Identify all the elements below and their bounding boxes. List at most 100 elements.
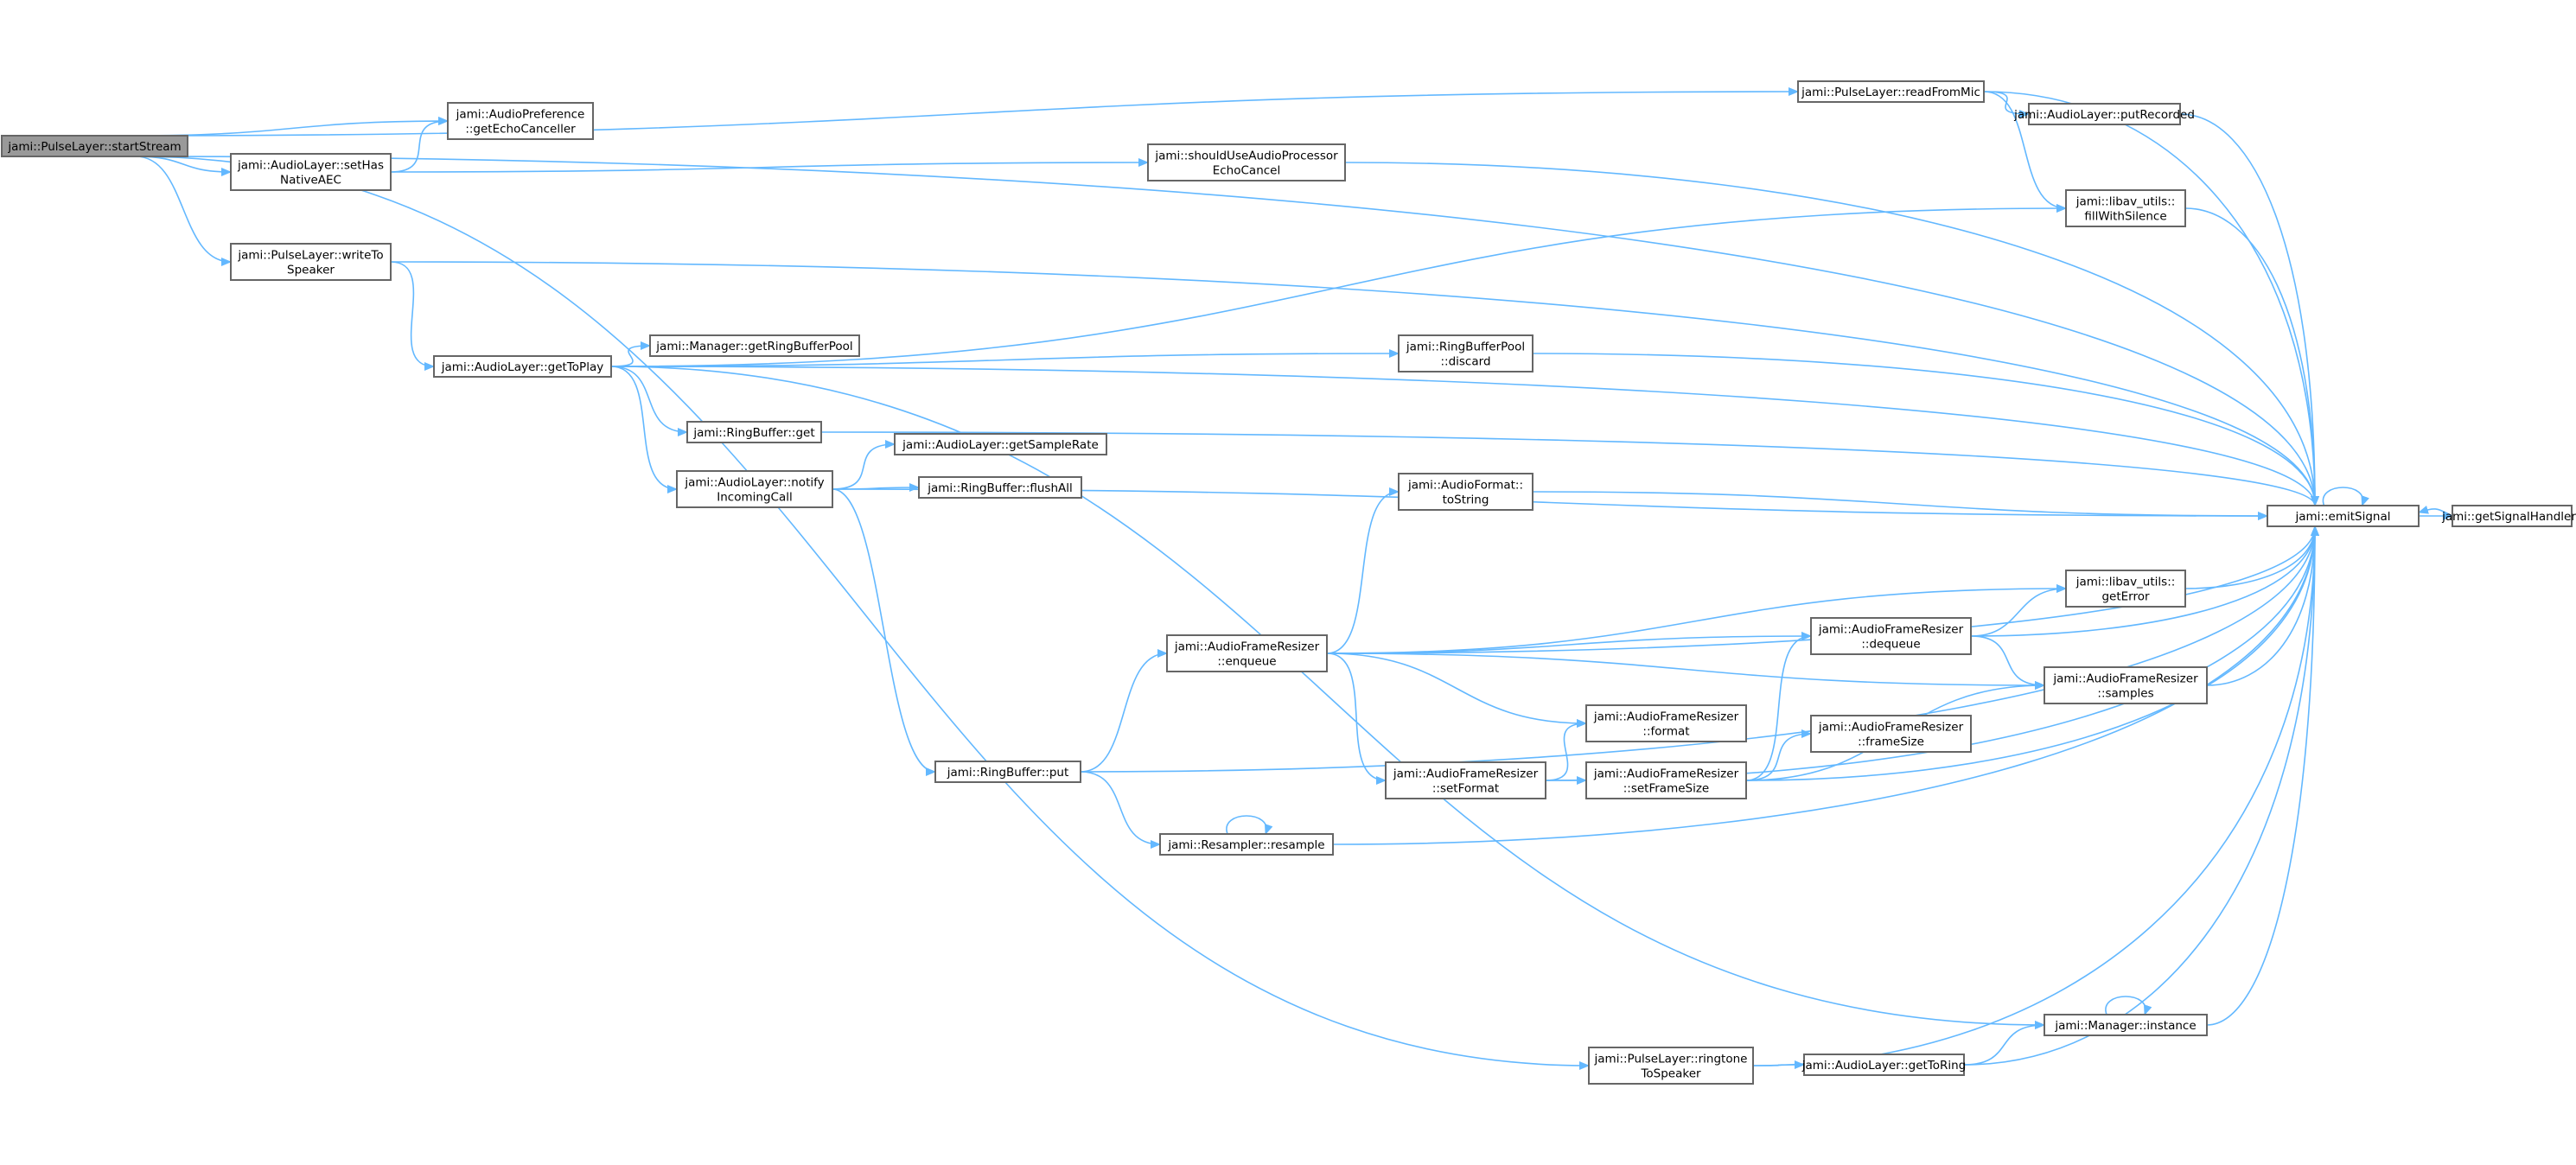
node-afr-format[interactable]: jami::AudioFrameResizer::format [1585, 704, 1747, 742]
node-enqueue[interactable]: jami::AudioFrameResizer::enqueue [1166, 634, 1328, 672]
node-box [1585, 761, 1747, 799]
node-label: jami::RingBuffer::get [692, 426, 814, 440]
node-box [1398, 334, 1533, 372]
node-box [2044, 1014, 2208, 1036]
node-dequeue[interactable]: jami::AudioFrameResizer::dequeue [1810, 617, 1972, 655]
node-box [676, 470, 833, 508]
edge-getToPlay-to-getRingBufferPool [610, 341, 651, 367]
edge-enqueue-to-getError [1326, 584, 2067, 654]
edge-startStream-to-setHasNativeAEC [135, 156, 232, 176]
node-fill-with-silence[interactable]: jami::libav_utils::fillWithSilence [2065, 189, 2186, 227]
node-label: jami::AudioFrameResizer [1174, 640, 1320, 654]
edge-writeToSpeaker-to-getToPlay [390, 261, 435, 371]
edge-ringtoneToSpeaker-to-emitSignal [1752, 525, 2319, 1066]
node-get-ring-buffer-pool[interactable]: jami::Manager::getRingBufferPool [649, 334, 860, 357]
edge-getToPlay-to-discard [610, 349, 1400, 367]
node-box [1588, 1047, 1754, 1085]
node-get-signal-handlers[interactable]: jami::getSignalHandlers [2441, 505, 2576, 527]
node-label: IncomingCall [717, 491, 792, 505]
node-box [1, 135, 188, 157]
edge-getToPlay-to-managerInstance [610, 366, 2045, 1029]
node-af-to-string[interactable]: jami::AudioFormat::toString [1398, 473, 1533, 511]
node-frame-size[interactable]: jami::AudioFrameResizer::frameSize [1810, 715, 1972, 753]
node-get-sample-rate[interactable]: jami::AudioLayer::getSampleRate [894, 433, 1107, 455]
node-label: jami::Manager::instance [2054, 1019, 2196, 1033]
node-put-recorded[interactable]: jami::AudioLayer::putRecorded [2013, 103, 2195, 125]
edge-afToString-to-emitSignal [1532, 491, 2268, 520]
edge-rbGet-to-emitSignal [820, 431, 2319, 506]
edge-rbPut-to-enqueue [1080, 649, 1168, 773]
node-discard[interactable]: jami::RingBufferPool::discard [1398, 334, 1533, 372]
node-box [1810, 617, 1972, 655]
node-manager-instance[interactable]: jami::Manager::instance [2044, 1014, 2208, 1036]
node-label: ToSpeaker [1640, 1067, 1701, 1081]
edge-setFrameSize-to-frameSize [1745, 729, 1812, 781]
edge-startStream-to-readFromMic [135, 87, 1799, 137]
node-get-echo-canceller[interactable]: jami::AudioPreference::getEchoCanceller [447, 102, 594, 140]
edge-readFromMic-to-fillWithSilence [1983, 91, 2067, 213]
node-set-format[interactable]: jami::AudioFrameResizer::setFormat [1385, 761, 1546, 799]
edge-managerInstance-to-managerInstance [2105, 996, 2152, 1015]
node-get-error[interactable]: jami::libav_utils::getError [2065, 570, 2186, 608]
node-label: jami::Manager::getRingBufferPool [655, 340, 852, 353]
node-layer: jami::PulseLayer::startStreamjami::Audio… [1, 80, 2576, 1085]
node-box [2065, 570, 2186, 608]
edge-setHasNativeAEC-to-getEchoCanceller [390, 117, 449, 173]
edge-getToRing-to-managerInstance [1963, 1021, 2045, 1066]
node-label: jami::RingBuffer::flushAll [927, 481, 1073, 495]
node-label: jami::libav_utils:: [2075, 576, 2176, 589]
node-box [2065, 189, 2186, 227]
edge-readFromMic-to-emitSignal [1983, 91, 2319, 506]
node-box [1810, 715, 1972, 753]
node-resample[interactable]: jami::Resampler::resample [1159, 833, 1334, 856]
node-label: ::dequeue [1861, 638, 1920, 652]
node-box [1147, 143, 1346, 181]
edge-getError-to-emitSignal [2184, 525, 2319, 589]
node-label: jami::AudioLayer::notify [684, 476, 824, 490]
node-label: ::setFrameSize [1623, 782, 1710, 796]
edge-dequeue-to-getError [1970, 584, 2067, 637]
edge-enqueue-to-afrFormat [1326, 653, 1587, 728]
edge-setFrameSize-to-emitSignal [1745, 525, 2319, 781]
node-emit-signal[interactable]: jami::emitSignal [2267, 505, 2420, 527]
node-box [1159, 833, 1334, 856]
edge-notifyIncomingCall-to-emitSignal [832, 488, 2268, 520]
node-box [447, 102, 594, 140]
node-box [918, 476, 1082, 499]
edge-notifyIncomingCall-to-getSampleRate [832, 440, 896, 490]
node-read-from-mic[interactable]: jami::PulseLayer::readFromMic [1797, 80, 1985, 103]
edge-getToPlay-to-fillWithSilence [610, 204, 2067, 367]
node-label: ::setFormat [1432, 782, 1499, 796]
edge-resample-to-emitSignal [1332, 525, 2319, 845]
edge-layer [135, 87, 2453, 1070]
node-samples[interactable]: jami::AudioFrameResizer::samples [2044, 666, 2208, 704]
edge-startStream-to-emitSignal [135, 156, 2319, 506]
node-label: toString [1443, 493, 1489, 507]
node-box [1585, 704, 1747, 742]
node-label: jami::RingBufferPool [1406, 341, 1525, 354]
node-box [230, 243, 392, 281]
edge-rbPut-to-emitSignal [1080, 525, 2319, 773]
node-get-to-play[interactable]: jami::AudioLayer::getToPlay [433, 355, 612, 378]
node-rb-get[interactable]: jami::RingBuffer::get [686, 421, 822, 443]
node-label: ::samples [2097, 687, 2153, 701]
node-flush-all[interactable]: jami::RingBuffer::flushAll [918, 476, 1082, 499]
node-rb-put[interactable]: jami::RingBuffer::put [934, 761, 1081, 783]
edge-setHasNativeAEC-to-shouldUseAP [390, 158, 1149, 173]
node-start-stream[interactable]: jami::PulseLayer::startStream [1, 135, 188, 157]
node-label: jami::AudioLayer::getToRing [1801, 1059, 1967, 1073]
node-get-to-ring[interactable]: jami::AudioLayer::getToRing [1801, 1054, 1967, 1076]
edge-getToPlay-to-emitSignal [610, 366, 2319, 506]
edge-enqueue-to-samples [1326, 653, 2045, 690]
node-set-frame-size[interactable]: jami::AudioFrameResizer::setFrameSize [1585, 761, 1747, 799]
edge-setFrameSize-to-dequeue [1745, 632, 1812, 781]
node-box [1797, 80, 1985, 103]
node-label: NativeAEC [280, 174, 341, 188]
node-label: ::frameSize [1858, 735, 1924, 749]
